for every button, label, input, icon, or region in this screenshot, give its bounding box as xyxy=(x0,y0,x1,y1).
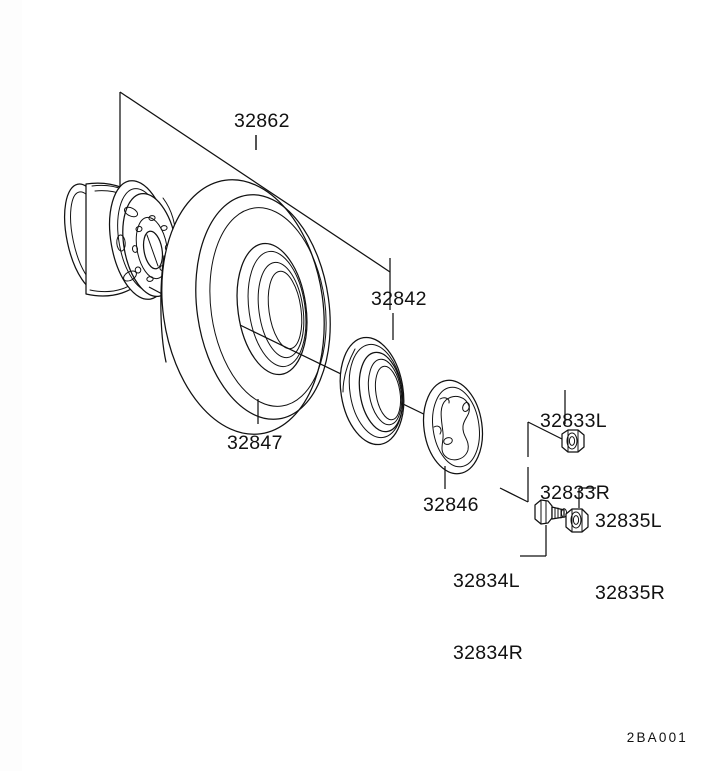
part-label-32835-left: 32835L xyxy=(595,510,662,532)
leader-assembly-diagonal xyxy=(239,324,439,422)
page-left-margin-band xyxy=(0,0,22,771)
part-label-32862: 32862 xyxy=(234,110,290,132)
part-label-32835-right: 32835R xyxy=(595,582,666,604)
part-label-32842: 32842 xyxy=(371,288,427,310)
part-label-32846: 32846 xyxy=(423,494,479,516)
wheel-nut-inner-32835 xyxy=(565,508,589,533)
rim-side-ring-32842 xyxy=(339,336,405,446)
part-label-32833: 32833L 32833R xyxy=(540,361,610,553)
diagram-reference-code: 2BA001 xyxy=(626,730,688,745)
wheel-stud-bolt-32834 xyxy=(534,499,568,525)
tire-32847 xyxy=(160,179,331,435)
part-label-32834-right: 32834R xyxy=(453,642,524,664)
part-label-32834: 32834L 32834R xyxy=(453,521,523,713)
part-label-32833-right: 32833R xyxy=(540,482,611,504)
rim-lock-ring-32846 xyxy=(422,379,484,475)
part-label-32834-left: 32834L xyxy=(453,570,520,592)
wheel-nut-outer-32833 xyxy=(561,429,585,453)
part-label-32847: 32847 xyxy=(227,432,283,454)
part-label-32835: 32835L 32835R xyxy=(595,461,665,653)
part-label-32833-left: 32833L xyxy=(540,410,607,432)
callout-bracket-fasteners xyxy=(499,421,567,503)
